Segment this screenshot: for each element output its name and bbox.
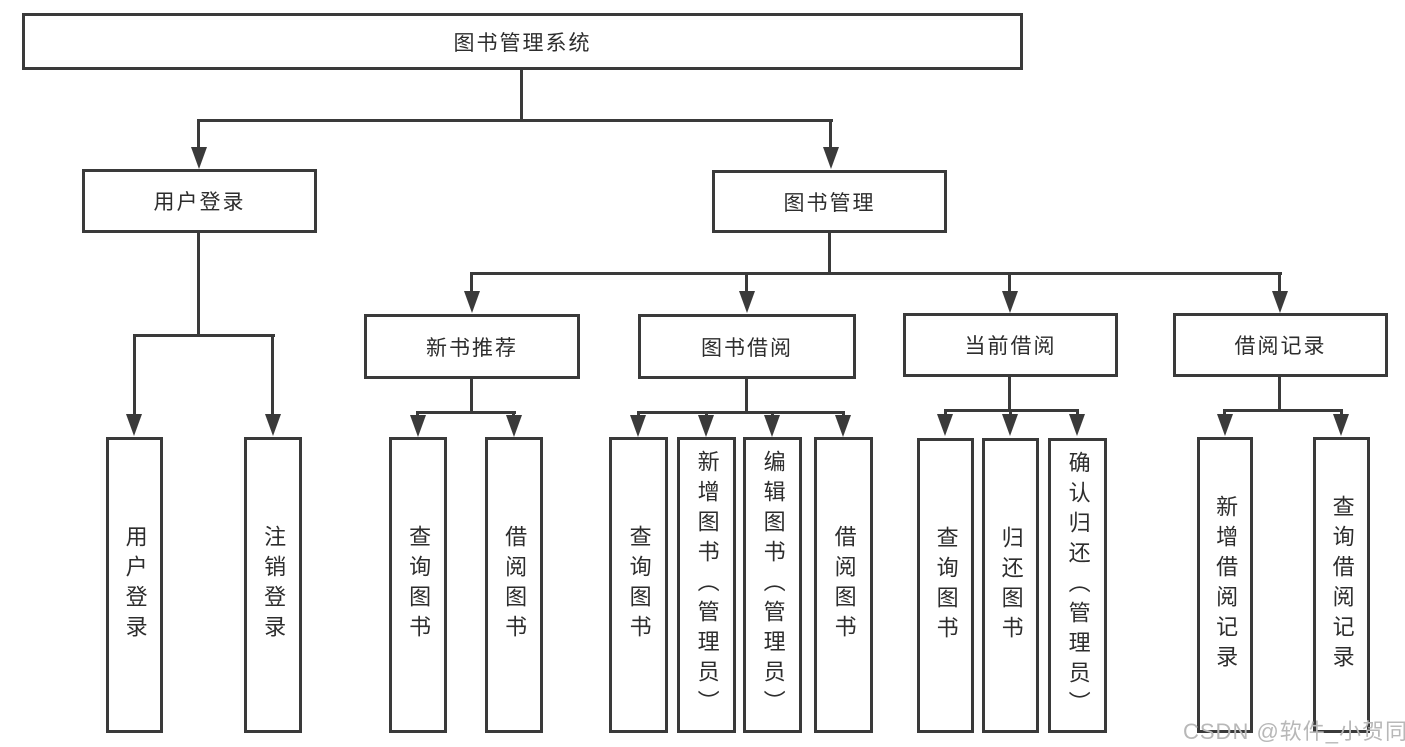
leaf-logout: 注销登录 [244, 437, 302, 733]
node-new-book-recommend: 新书推荐 [364, 314, 580, 379]
leaf-current-query-book: 查询图书 [917, 438, 974, 733]
connector-line [512, 411, 515, 418]
connector-line [944, 409, 947, 417]
leaf-current-confirm-return-admin: 确认归还（管理员） [1048, 438, 1107, 733]
connector-line [1009, 409, 1012, 417]
node-book-management: 图书管理 [712, 170, 947, 233]
arrow-down-icon [1272, 291, 1288, 313]
connector-line [133, 334, 136, 416]
arrow-down-icon [1002, 414, 1018, 436]
arrow-down-icon [630, 415, 646, 437]
arrow-down-icon [698, 415, 714, 437]
connector-line [828, 233, 831, 275]
arrow-down-icon [1217, 414, 1233, 436]
connector-line [705, 411, 708, 418]
connector-line [842, 411, 845, 418]
node-current-borrow: 当前借阅 [903, 313, 1118, 377]
arrow-down-icon [410, 415, 426, 437]
connector-line [470, 272, 473, 294]
leaf-current-return-book: 归还图书 [982, 438, 1039, 733]
connector-line [1076, 409, 1079, 417]
node-borrow-record: 借阅记录 [1173, 313, 1388, 377]
connector-line [637, 411, 640, 418]
arrow-down-icon [1002, 291, 1018, 313]
arrow-down-icon [937, 414, 953, 436]
leaf-user-login: 用户登录 [106, 437, 163, 733]
connector-line [829, 119, 832, 150]
leaf-borrow-borrow-book: 借阅图书 [814, 437, 873, 733]
connector-line [1223, 409, 1343, 412]
arrow-down-icon [126, 414, 142, 436]
node-library-management-system: 图书管理系统 [22, 13, 1023, 70]
leaf-borrow-query-book: 查询图书 [609, 437, 668, 733]
connector-line [745, 272, 748, 294]
arrow-down-icon [506, 415, 522, 437]
leaf-borrow-add-book-admin: 新增图书（管理员） [677, 437, 736, 733]
leaf-record-add: 新增借阅记录 [1197, 437, 1253, 733]
connector-line [271, 334, 274, 416]
arrow-down-icon [764, 415, 780, 437]
arrow-down-icon [1069, 414, 1085, 436]
connector-line [470, 379, 473, 414]
connector-line [197, 119, 833, 122]
connector-line [470, 272, 1282, 275]
arrow-down-icon [835, 415, 851, 437]
leaf-recommend-query-book: 查询图书 [389, 437, 447, 733]
node-book-borrow: 图书借阅 [638, 314, 856, 379]
leaf-record-query: 查询借阅记录 [1313, 437, 1370, 733]
arrow-down-icon [464, 291, 480, 313]
arrow-down-icon [265, 414, 281, 436]
csdn-watermark: CSDN @软件_小贺同学 [1183, 719, 1405, 744]
arrow-down-icon [823, 147, 839, 169]
arrow-down-icon [1333, 414, 1349, 436]
connector-line [771, 411, 774, 418]
connector-line [197, 119, 200, 150]
leaf-borrow-edit-book-admin: 编辑图书（管理员） [743, 437, 802, 733]
arrow-down-icon [739, 291, 755, 313]
connector-line [745, 379, 748, 414]
connector-line [416, 411, 516, 414]
connector-line [197, 233, 200, 336]
connector-line [637, 411, 845, 414]
connector-line [416, 411, 419, 418]
connector-line [1278, 377, 1281, 412]
connector-line [520, 70, 523, 119]
connector-line [1008, 377, 1011, 412]
connector-line [1278, 272, 1281, 294]
connector-line [133, 334, 275, 337]
node-user-login: 用户登录 [82, 169, 317, 233]
arrow-down-icon [191, 147, 207, 169]
leaf-recommend-borrow-book: 借阅图书 [485, 437, 543, 733]
connector-line [1008, 272, 1011, 294]
connector-line [1340, 409, 1343, 417]
connector-line [1223, 409, 1226, 417]
